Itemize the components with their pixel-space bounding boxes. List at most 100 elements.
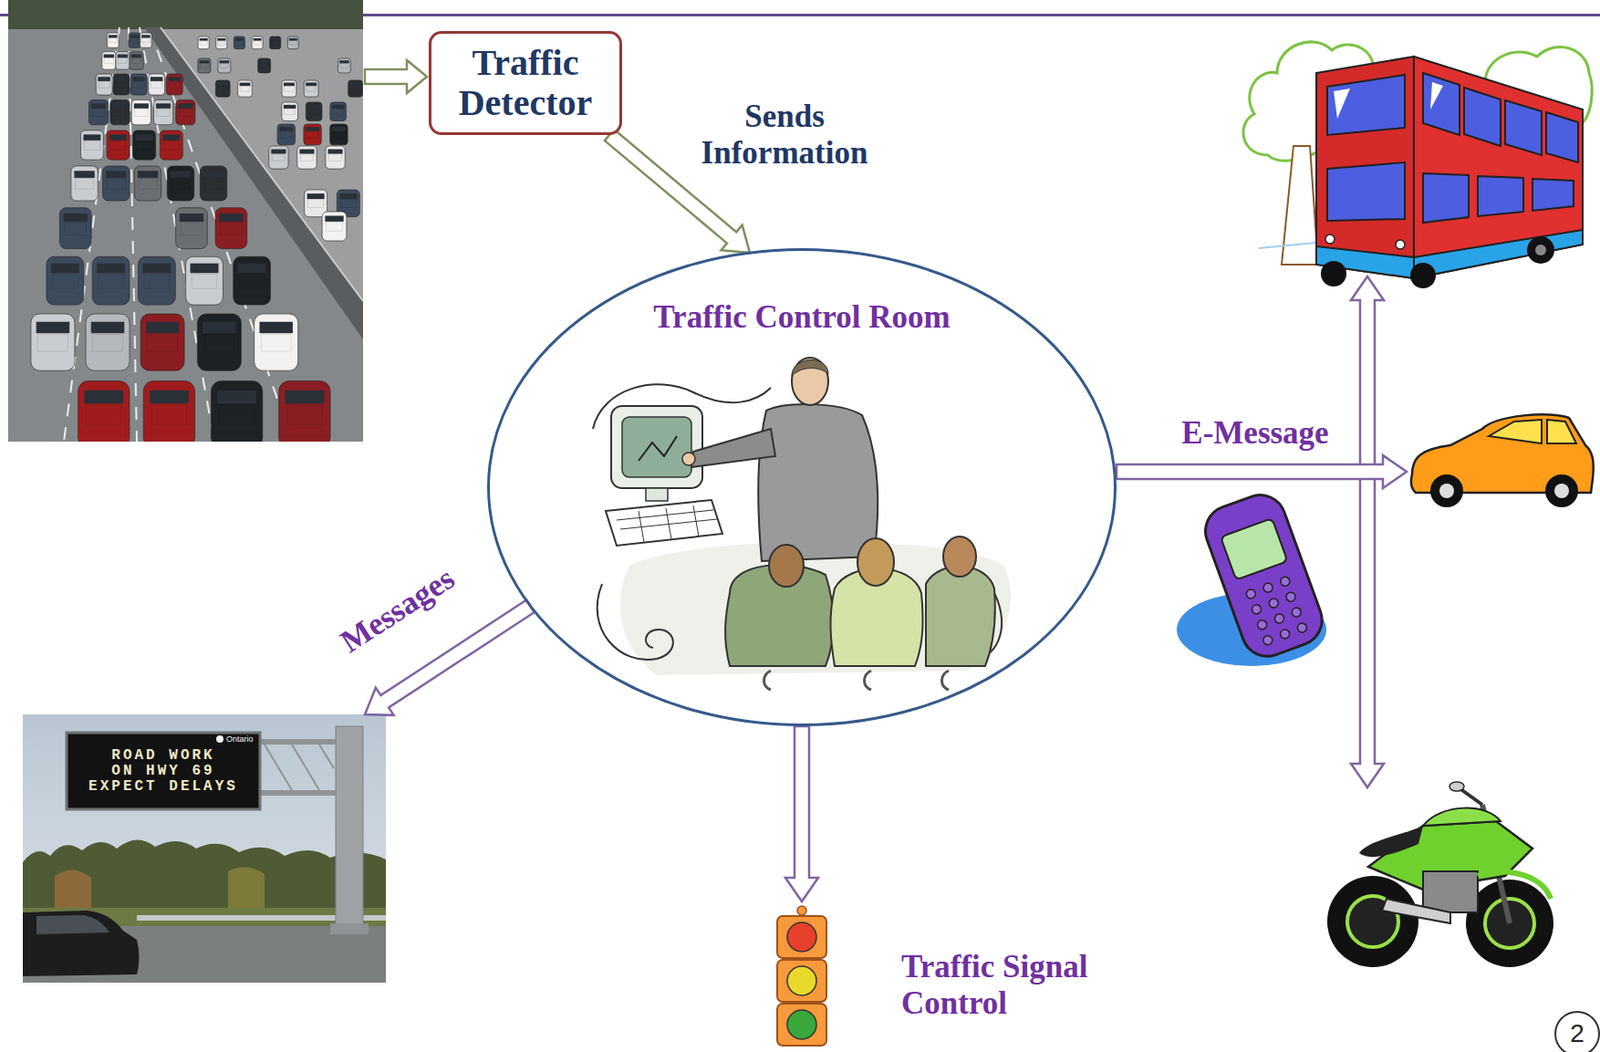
car — [199, 60, 210, 63]
black-car — [36, 914, 110, 935]
car — [106, 32, 119, 48]
car — [71, 166, 98, 201]
car — [238, 273, 265, 289]
car — [156, 108, 170, 116]
car — [148, 73, 166, 95]
car — [238, 80, 253, 97]
car — [115, 51, 130, 70]
car — [217, 390, 257, 405]
orange-car — [1411, 414, 1594, 508]
car — [114, 76, 128, 82]
car — [259, 60, 270, 63]
swirl — [597, 583, 674, 660]
car — [154, 100, 174, 125]
double-decker-bus — [1333, 82, 1444, 119]
car — [83, 141, 100, 151]
car — [106, 130, 130, 160]
car — [105, 170, 126, 178]
car — [109, 134, 127, 140]
car — [59, 207, 92, 250]
car — [135, 134, 154, 140]
car — [103, 166, 130, 201]
orange-car — [1430, 474, 1464, 508]
car — [75, 178, 94, 189]
car — [110, 100, 130, 125]
sign-pole — [335, 726, 364, 932]
car — [303, 124, 322, 146]
car — [202, 322, 236, 333]
double-decker-bus — [1532, 178, 1574, 211]
car — [92, 256, 130, 305]
car — [279, 126, 293, 132]
car — [177, 103, 193, 108]
traffic-light — [797, 905, 807, 915]
road-sign-photo: ROAD WORK ON HWY 69 EXPECT DELAYSOntario — [22, 714, 386, 983]
car — [305, 102, 323, 122]
car — [141, 34, 151, 38]
car — [98, 273, 125, 289]
sign-arm — [259, 738, 336, 745]
autumn-trees — [54, 869, 92, 913]
lane-markings — [149, 27, 292, 442]
car — [96, 263, 125, 274]
car — [303, 80, 319, 97]
car — [144, 273, 170, 289]
car — [142, 38, 151, 43]
mobile-phone — [1261, 633, 1274, 646]
car — [217, 38, 226, 42]
province-logo — [216, 735, 224, 743]
car — [102, 51, 116, 70]
car — [251, 36, 263, 50]
traffic-light — [777, 915, 827, 958]
car — [218, 58, 231, 73]
car — [218, 58, 231, 73]
car — [131, 100, 151, 125]
mobile-phone — [1290, 606, 1303, 619]
seated-head — [768, 544, 804, 587]
page-number: 2 — [1569, 1018, 1585, 1049]
traffic-light — [787, 922, 817, 952]
traffic-photo — [8, 0, 364, 442]
motorcycle — [1381, 898, 1451, 924]
car — [80, 130, 104, 160]
car — [340, 199, 356, 208]
screen-graph — [638, 436, 677, 461]
car — [204, 333, 235, 352]
car — [113, 73, 130, 95]
mobile-phone — [1296, 622, 1309, 634]
car — [113, 108, 126, 116]
trees — [1258, 242, 1317, 249]
car — [129, 51, 144, 70]
car — [59, 207, 92, 250]
car — [339, 193, 357, 199]
car — [307, 193, 325, 199]
car — [162, 134, 180, 140]
car — [322, 211, 347, 241]
sign-arm — [259, 789, 336, 796]
connector-group — [364, 129, 819, 902]
car — [103, 58, 114, 64]
car — [281, 102, 299, 122]
car — [176, 100, 196, 125]
car — [51, 273, 78, 289]
traffic-light — [787, 1009, 817, 1039]
car — [137, 256, 176, 305]
mobile-phone — [1250, 602, 1263, 615]
car — [271, 154, 285, 162]
control-room-ellipse: Traffic Control Room — [487, 248, 1117, 727]
motorcycle — [1459, 788, 1483, 805]
car — [143, 381, 195, 442]
car — [151, 405, 187, 426]
car — [220, 222, 243, 235]
car — [305, 83, 317, 87]
car — [210, 381, 262, 442]
car — [199, 41, 208, 45]
car — [106, 32, 119, 48]
node-title: Traffic Control Room — [487, 299, 1117, 336]
car — [166, 166, 194, 201]
car — [133, 130, 156, 160]
presenter-body — [758, 404, 878, 562]
car — [137, 170, 158, 178]
car — [303, 124, 322, 146]
car — [307, 104, 320, 109]
